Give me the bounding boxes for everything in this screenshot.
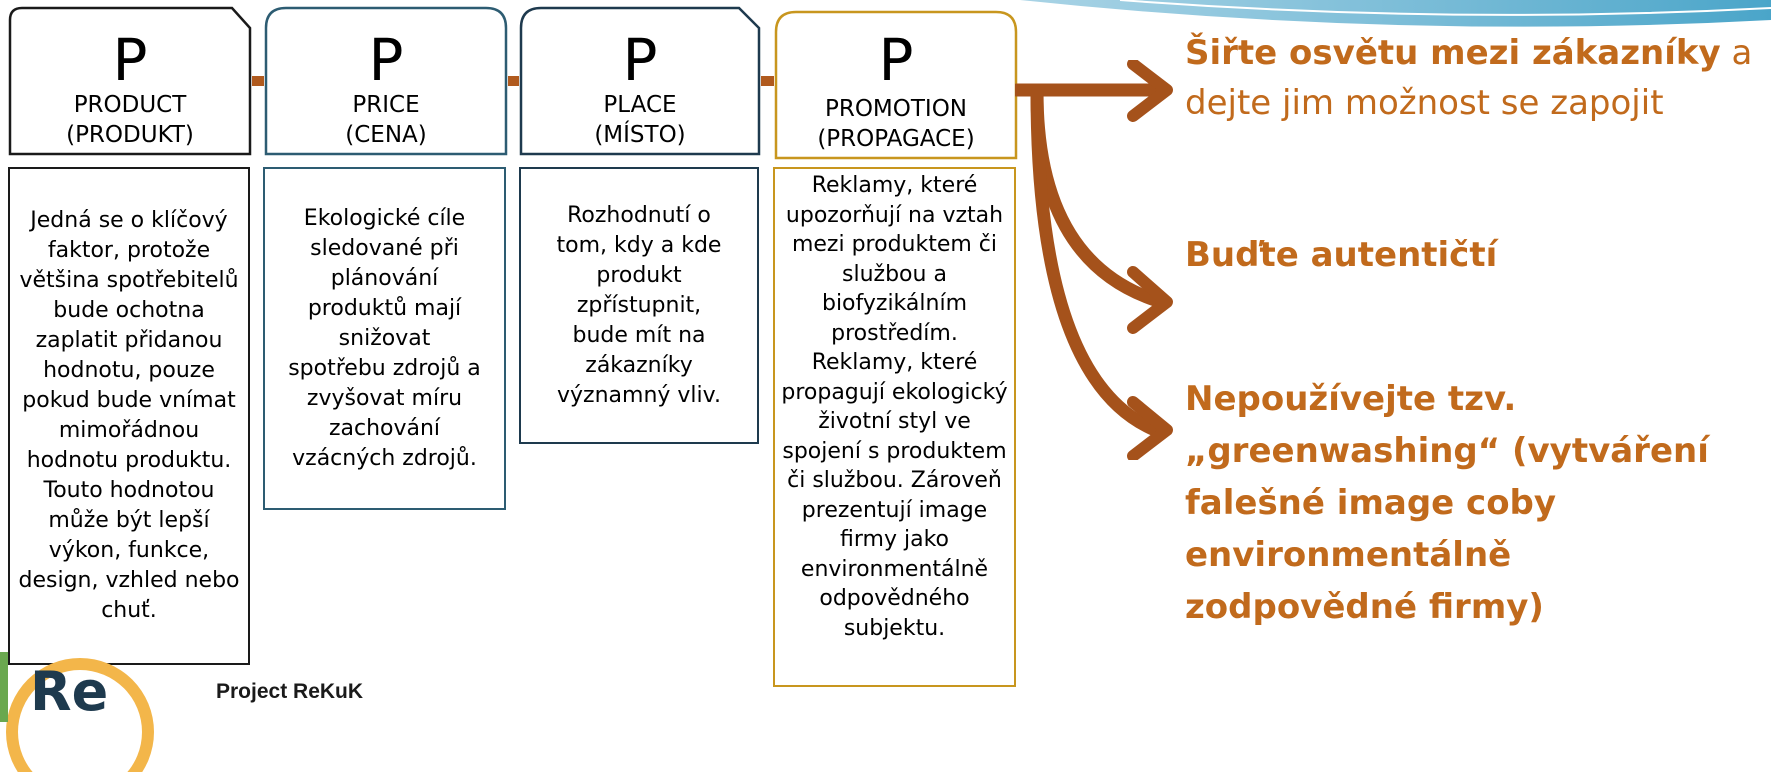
tab-product-title: PRODUCT xyxy=(73,92,187,118)
logo: Re xyxy=(0,612,160,772)
tab-promotion-title: PROMOTION xyxy=(824,96,968,122)
desc-promotion-text: Reklamy, které upozorňují na vztah mezi … xyxy=(781,173,1008,641)
connector-3 xyxy=(759,76,776,86)
tab-price-shape xyxy=(264,6,508,156)
connector-2 xyxy=(506,76,521,86)
tip-3: Nepoužívejte tzv. „greenwashing“ (vytvář… xyxy=(1185,373,1745,633)
tip-1-rest: a dejte jim možnost se zapojit xyxy=(1185,33,1753,123)
tab-product: P PRODUCT (PRODUKT) xyxy=(8,6,252,156)
connector-1 xyxy=(250,76,265,86)
tip-2-text: Buďte autentičtí xyxy=(1185,235,1498,275)
tip-1-bold: Šiřte osvětu mezi zákazníky xyxy=(1185,33,1721,73)
arrow-3 xyxy=(1030,85,1162,437)
tab-price-subtitle: (CENA) xyxy=(345,122,427,148)
tab-place-subtitle: (MÍSTO) xyxy=(594,122,686,148)
desc-promotion: Reklamy, které upozorňují na vztah mezi … xyxy=(773,167,1016,687)
tab-price-title: PRICE xyxy=(352,92,420,118)
desc-product: Jedná se o klíčový faktor, protože větši… xyxy=(8,167,250,665)
tab-promotion-subtitle: (PROPAGACE) xyxy=(817,126,975,152)
tab-promotion-shape xyxy=(774,10,1018,160)
tab-place-letter: P xyxy=(622,26,658,94)
decorative-swoosh xyxy=(1020,0,1771,27)
arrowhead-2 xyxy=(1127,266,1173,334)
tab-product-shape xyxy=(8,6,252,156)
tip-1: Šiřte osvětu mezi zákazníky a dejte jim … xyxy=(1185,28,1771,128)
tab-place-title: PLACE xyxy=(603,92,677,118)
tip-3-text: Nepoužívejte tzv. „greenwashing“ (vytvář… xyxy=(1185,379,1709,627)
logo-text: Re xyxy=(30,660,109,723)
arrowhead-1 xyxy=(1127,60,1173,122)
logo-shape xyxy=(0,652,154,772)
tip-2: Buďte autentičtí xyxy=(1185,230,1771,280)
tab-price-letter: P xyxy=(368,26,404,94)
tab-product-letter: P xyxy=(112,26,148,94)
arrowhead-3 xyxy=(1127,396,1173,460)
tab-price: P PRICE (CENA) xyxy=(264,6,508,156)
desc-price-text: Ekologické cíle sledované při plánování … xyxy=(288,205,481,471)
tab-product-subtitle: (PRODUKT) xyxy=(66,122,194,148)
tab-promotion: P PROMOTION (PROPAGACE) xyxy=(774,10,1018,160)
tab-promotion-letter: P xyxy=(878,26,914,94)
desc-product-text: Jedná se o klíčový faktor, protože větši… xyxy=(18,208,240,623)
desc-price: Ekologické cíle sledované při plánování … xyxy=(263,167,506,510)
arrows-diagram xyxy=(1015,60,1173,460)
tab-place: P PLACE (MÍSTO) xyxy=(519,6,761,156)
desc-place: Rozhodnutí o tom, kdy a kde produkt zpří… xyxy=(519,167,759,444)
tab-place-shape xyxy=(519,6,761,156)
desc-place-text: Rozhodnutí o tom, kdy a kde produkt zpří… xyxy=(556,202,722,408)
project-name: Project ReKuK xyxy=(216,680,364,703)
